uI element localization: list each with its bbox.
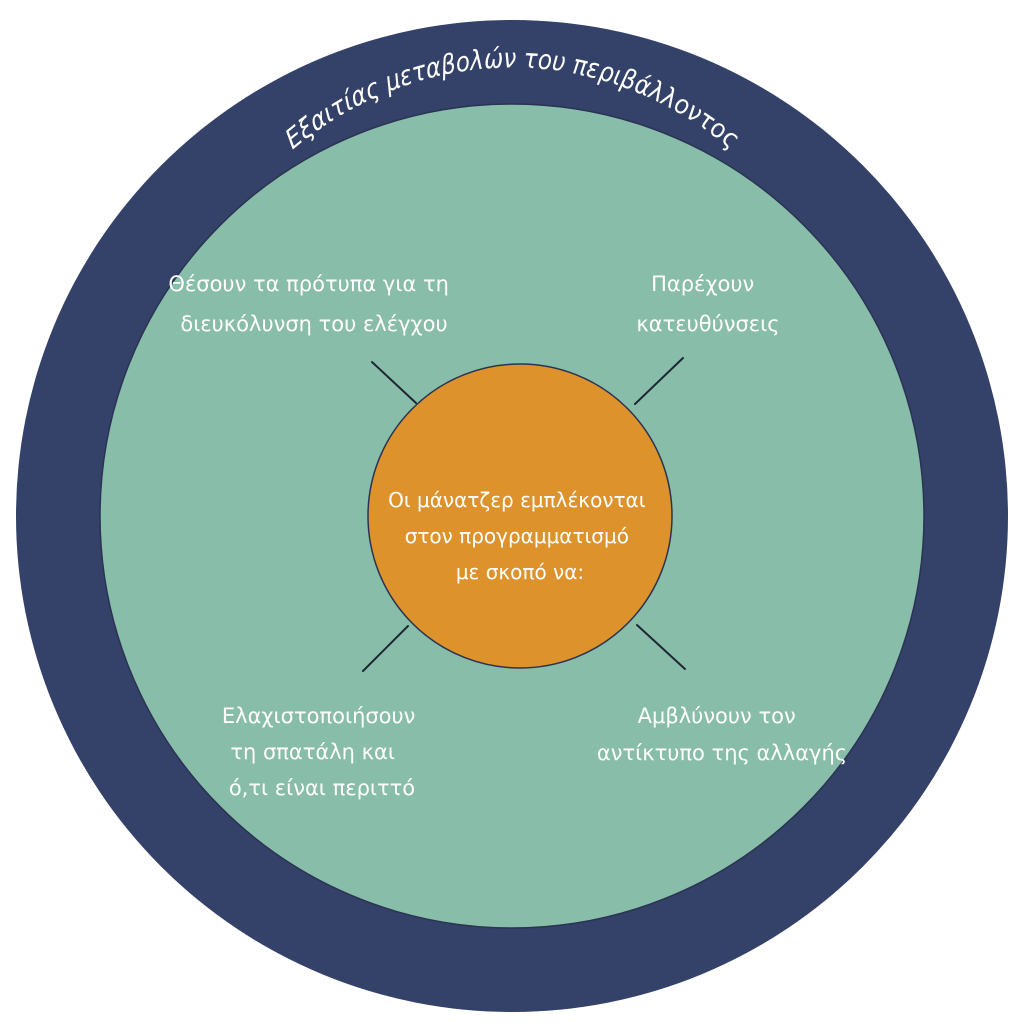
center-line-3: με σκοπό να: [456,560,584,584]
label-bottom-left: Ελαχιστοποιήσουν τη σπατάλη και ό,τι είν… [222,704,422,800]
center-disc [367,363,673,669]
center-line-2: στον προγραμματισμό [405,524,629,548]
label-bottom-left-line-1: Ελαχιστοποιήσουν [222,704,416,728]
label-top-right: Παρέχουν κατευθύνσεις [636,272,779,336]
connector-bottom-left [362,625,409,672]
label-top-right-line-1: Παρέχουν [651,272,754,296]
center-line-1: Οι μάνατζερ εμπλέκονται [388,488,646,512]
label-top-right-line-2: κατευθύνσεις [636,312,779,336]
connector-top-left [371,361,417,404]
label-top-left-line-1: Θέσουν τα πρότυπα για τη [168,272,449,296]
label-bottom-right-line-2: αντίκτυπο της αλλαγής [597,741,847,765]
label-bottom-left-line-3: ό,τι είναι περιττό [229,776,415,800]
center-label: Οι μάνατζερ εμπλέκονται στον προγραμματι… [388,488,652,584]
label-bottom-right: Αμβλύνουν τον αντίκτυπο της αλλαγής [597,704,847,765]
label-top-left: Θέσουν τα πρότυπα για τη διευκόλυνση του… [168,272,455,336]
label-bottom-right-line-1: Αμβλύνουν τον [638,704,796,728]
label-top-left-line-2: διευκόλυνση του ελέγχου [180,312,447,336]
connector-bottom-right [636,624,686,670]
label-bottom-left-line-2: τη σπατάλη και [230,740,395,764]
connector-top-right [634,357,684,405]
